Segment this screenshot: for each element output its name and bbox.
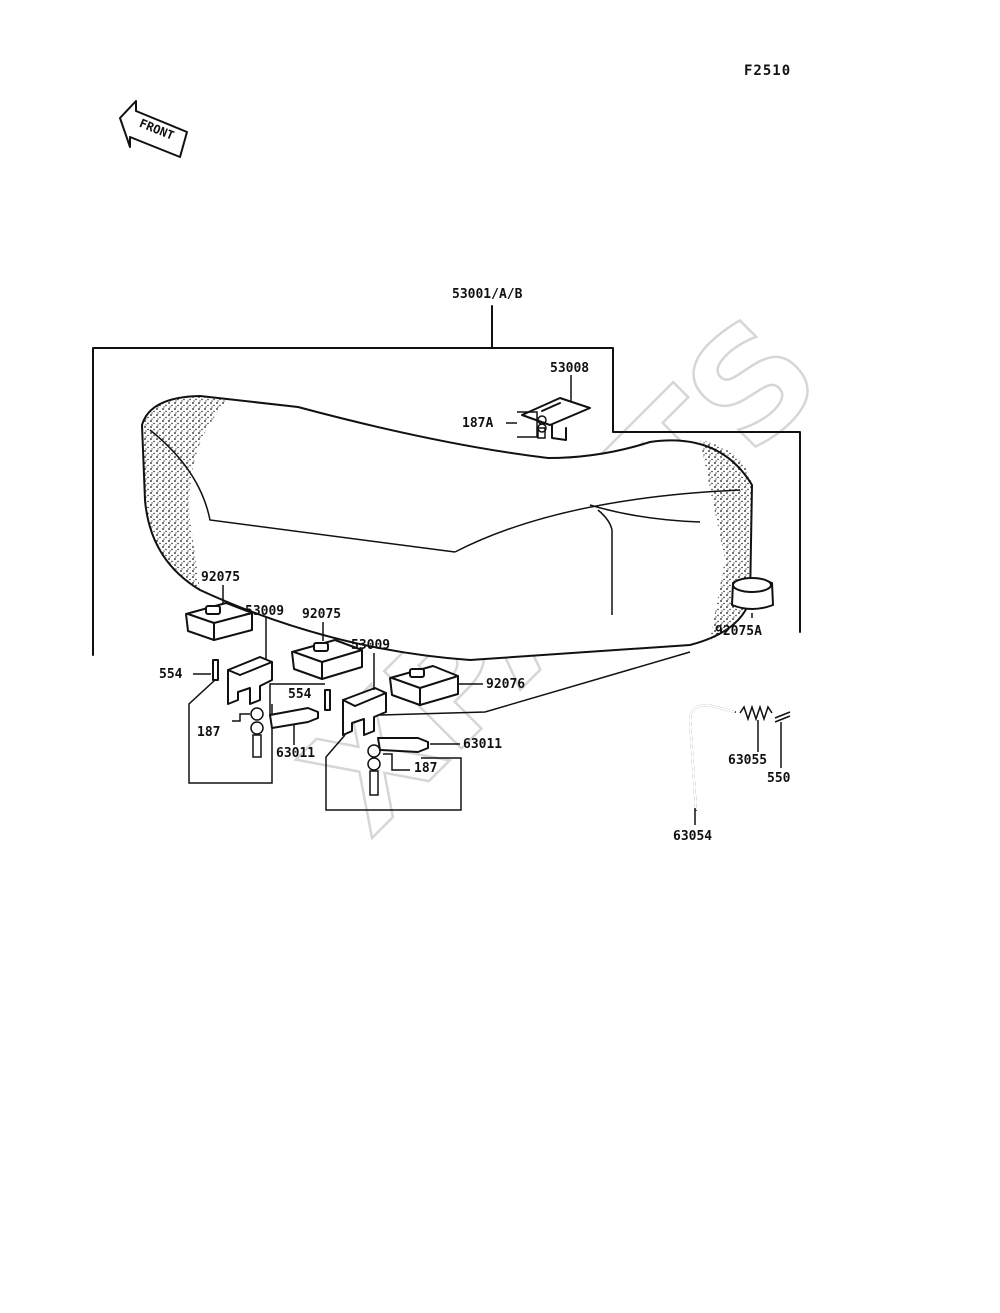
spring [739, 704, 773, 752]
callout-damper-right: 92076 [486, 677, 525, 692]
damper-mid [291, 639, 363, 680]
shaft-left [269, 707, 319, 745]
screw-right [367, 744, 410, 796]
callout-seat-hook: 53008 [550, 361, 589, 376]
bracket-left [227, 656, 273, 705]
damper-left [185, 602, 253, 641]
pin-left [193, 659, 219, 681]
callout-damper-mid: 92075 [302, 607, 341, 622]
callout-damper-left: 92075 [201, 570, 240, 585]
shaft-right [377, 737, 460, 753]
callout-seat-assembly: 53001/A/B [452, 287, 523, 302]
callout-screw-left: 187 [197, 725, 220, 740]
pin-mid [269, 683, 331, 717]
callout-pin-mid: 554 [288, 687, 312, 702]
hook-rod [688, 703, 736, 825]
callout-bracket-mid: 53009 [351, 638, 390, 653]
callout-shaft-left: 63011 [276, 746, 315, 761]
callout-bracket-left: 53009 [245, 604, 284, 619]
callout-shaft-right: 63011 [463, 737, 502, 752]
front-arrow-icon: FRONT [119, 100, 188, 158]
bracket-mid [342, 687, 387, 736]
seat-assembly-bracket [92, 305, 801, 656]
callout-clip: 550 [767, 771, 791, 786]
damper-right [389, 665, 459, 706]
callout-cap: 92075A [715, 624, 762, 639]
callout-screw-right: 187 [414, 761, 437, 776]
callout-spring: 63055 [728, 753, 767, 768]
callout-pin-left: 554 [159, 667, 183, 682]
clip [774, 711, 791, 768]
callout-hook-rod: 63054 [673, 829, 712, 844]
callout-screw-187a: 187A [462, 416, 493, 431]
figure-code: F2510 [744, 63, 791, 79]
screw-187a [506, 411, 547, 439]
cap-92075a [731, 577, 774, 618]
screw-left [232, 707, 264, 758]
